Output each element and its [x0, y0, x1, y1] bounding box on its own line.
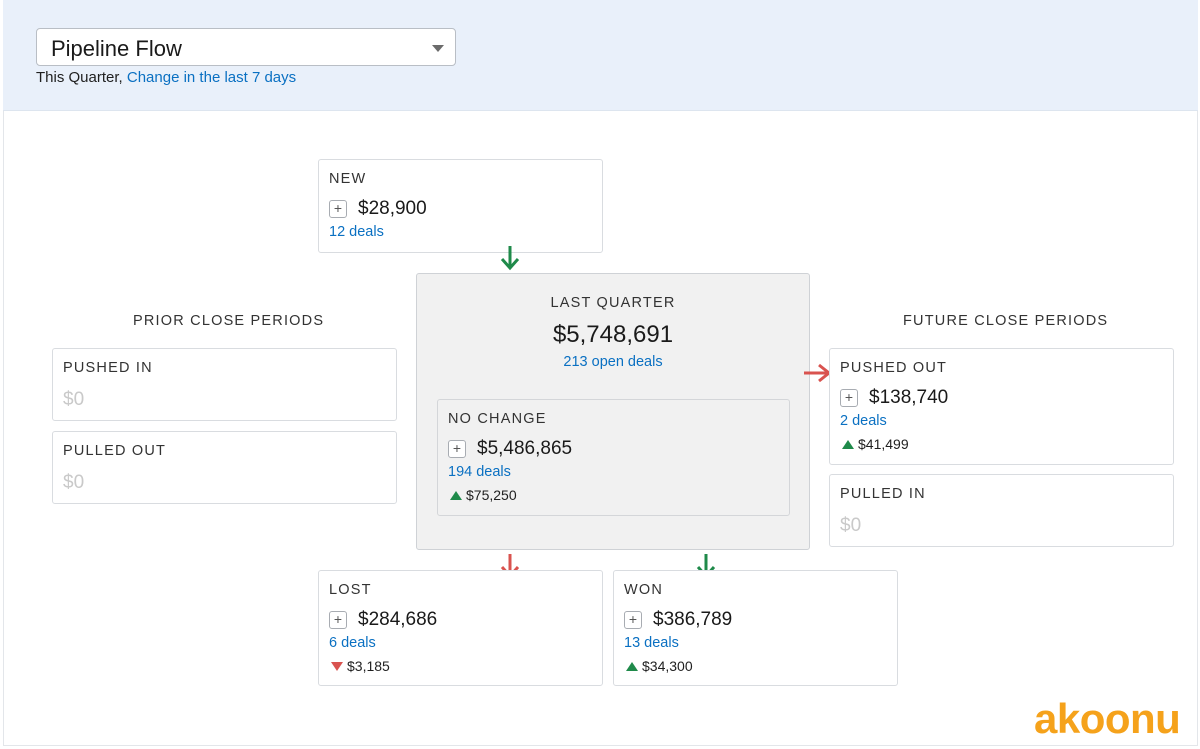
triangle-up-icon	[626, 661, 638, 671]
pushed-in-card: PUSHED IN $0	[52, 348, 397, 421]
lost-card: LOST + $284,686 6 deals $3,185	[318, 570, 603, 686]
new-amount: $28,900	[358, 198, 427, 219]
lost-delta-value: $3,185	[347, 658, 390, 674]
akoonu-logo: akoonu	[1034, 695, 1181, 742]
triangle-down-icon	[331, 661, 343, 671]
plus-icon[interactable]: +	[329, 611, 347, 629]
lost-delta: $3,185	[329, 658, 390, 674]
pushed-out-delta: $41,499	[840, 436, 909, 452]
no-change-delta: $75,250	[448, 487, 517, 503]
won-card: WON + $386,789 13 deals $34,300	[613, 570, 898, 686]
pushed-out-amount: $138,740	[869, 387, 949, 408]
no-change-deals-link[interactable]: 194 deals	[448, 464, 511, 480]
no-change-amount: $5,486,865	[477, 438, 573, 459]
last-quarter-box: LAST QUARTER $5,748,691 213 open deals N…	[416, 273, 810, 550]
new-amount-row: + $28,900	[329, 198, 427, 220]
new-title: NEW	[329, 171, 367, 187]
pushed-in-title: PUSHED IN	[63, 360, 153, 376]
pulled-in-amount: $0	[840, 515, 862, 536]
open-deals-link[interactable]: 213 open deals	[563, 354, 663, 370]
won-amount-row: + $386,789	[624, 609, 732, 631]
period-subtitle: This Quarter, Change in the last 7 days	[36, 69, 296, 86]
plus-icon[interactable]: +	[840, 389, 858, 407]
won-delta-value: $34,300	[642, 658, 693, 674]
pushed-in-amount: $0	[63, 389, 85, 410]
caret-down-icon	[432, 45, 444, 52]
arrow-down-icon	[500, 246, 520, 271]
last-quarter-title: LAST QUARTER	[550, 295, 676, 311]
won-amount: $386,789	[653, 609, 733, 630]
future-close-periods-title: FUTURE CLOSE PERIODS	[903, 313, 1109, 329]
new-deals-link[interactable]: 12 deals	[329, 224, 384, 240]
pushed-out-title: PUSHED OUT	[840, 360, 948, 376]
report-selector[interactable]: Pipeline Flow	[36, 28, 456, 66]
prior-close-periods-title: PRIOR CLOSE PERIODS	[133, 313, 325, 329]
new-card: NEW + $28,900 12 deals	[318, 159, 603, 253]
no-change-delta-value: $75,250	[466, 487, 517, 503]
pushed-out-amount-row: + $138,740	[840, 387, 948, 409]
won-delta: $34,300	[624, 658, 693, 674]
pulled-in-card: PULLED IN $0	[829, 474, 1174, 547]
period-text: This Quarter,	[36, 69, 123, 86]
pushed-out-delta-value: $41,499	[858, 436, 909, 452]
triangle-up-icon	[450, 490, 462, 500]
pulled-out-card: PULLED OUT $0	[52, 431, 397, 504]
no-change-amount-row: + $5,486,865	[448, 438, 572, 460]
report-selector-value: Pipeline Flow	[51, 36, 182, 61]
plus-icon[interactable]: +	[329, 200, 347, 218]
lost-amount-row: + $284,686	[329, 609, 437, 631]
lost-amount: $284,686	[358, 609, 438, 630]
last-quarter-amount: $5,748,691	[552, 321, 674, 348]
plus-icon[interactable]: +	[448, 440, 466, 458]
pulled-out-amount: $0	[63, 472, 85, 493]
won-deals-link[interactable]: 13 deals	[624, 635, 679, 651]
pulled-in-title: PULLED IN	[840, 486, 926, 502]
plus-icon[interactable]: +	[624, 611, 642, 629]
lost-title: LOST	[329, 582, 372, 598]
pushed-out-card: PUSHED OUT + $138,740 2 deals $41,499	[829, 348, 1174, 465]
pushed-out-deals-link[interactable]: 2 deals	[840, 413, 887, 429]
pulled-out-title: PULLED OUT	[63, 443, 167, 459]
change-period-link[interactable]: Change in the last 7 days	[126, 69, 297, 86]
no-change-title: NO CHANGE	[448, 411, 547, 427]
won-title: WON	[624, 582, 664, 598]
no-change-card: NO CHANGE + $5,486,865 194 deals $75,250	[437, 399, 790, 516]
lost-deals-link[interactable]: 6 deals	[329, 635, 376, 651]
triangle-up-icon	[842, 439, 854, 449]
arrow-right-icon	[804, 363, 832, 383]
